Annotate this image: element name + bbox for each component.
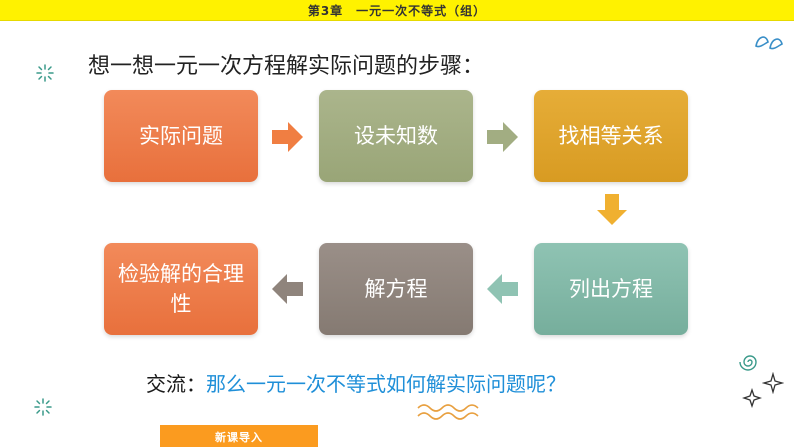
left-arrow-icon-2	[487, 274, 518, 304]
step-box-find-equality: 找相等关系	[534, 90, 688, 182]
chapter-title: 第3章 一元一次不等式（组）	[307, 4, 487, 18]
step-box-set-unknown: 设未知数	[319, 90, 473, 182]
down-arrow-icon	[597, 194, 627, 225]
sparkle-icon	[36, 64, 54, 82]
step-box-write-equation: 列出方程	[534, 243, 688, 335]
left-arrow-icon	[272, 274, 303, 304]
right-arrow-icon	[272, 122, 303, 152]
step-box-check-reasonableness: 检验解的合理性	[104, 243, 258, 335]
question-label: 交流：	[146, 372, 206, 396]
leaf-doodle-icon	[755, 36, 783, 50]
star-doodle-icon	[762, 372, 784, 394]
discussion-question: 交流：那么一元一次不等式如何解实际问题呢？	[146, 368, 566, 397]
spiral-doodle-icon	[739, 355, 757, 371]
sparkle-icon-2	[34, 398, 52, 416]
section-tab-label: 新课导入	[215, 431, 263, 444]
step-box-solve-equation: 解方程	[319, 243, 473, 335]
star-doodle-icon-2	[742, 388, 762, 408]
page-heading: 想一想一元一次方程解实际问题的步骤：	[88, 54, 485, 79]
question-text: 那么一元一次不等式如何解实际问题呢？	[206, 372, 566, 396]
wave-doodle-icon	[417, 404, 479, 420]
step-box-real-problem: 实际问题	[104, 90, 258, 182]
section-tab[interactable]: 新课导入	[160, 425, 318, 447]
right-arrow-icon-2	[487, 122, 518, 152]
header-bar: 第3章 一元一次不等式（组）	[0, 0, 794, 21]
